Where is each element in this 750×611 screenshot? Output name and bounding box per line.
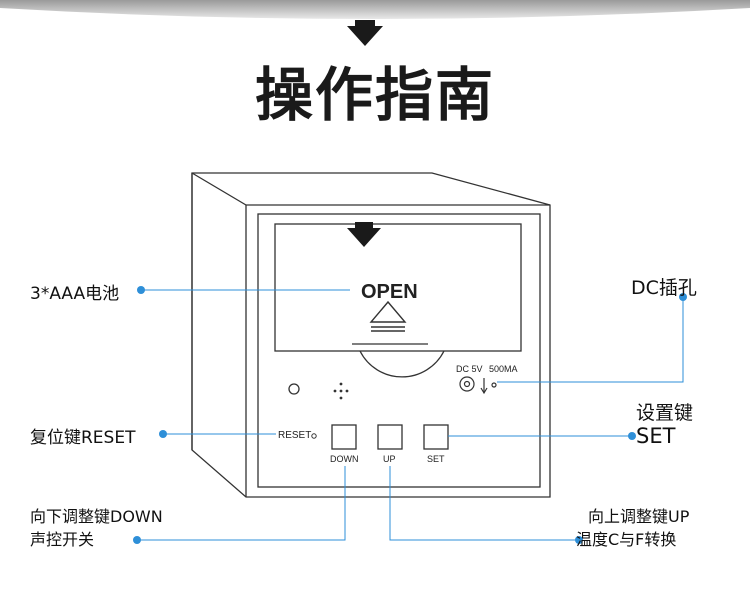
battery-compartment — [274, 223, 522, 378]
down-callout-line1: 向下调整键DOWN — [30, 507, 163, 526]
down-callout-line2: 声控开关 — [30, 530, 95, 549]
down-arrow-icon — [347, 20, 383, 46]
device-body — [191, 172, 551, 498]
reset-callout: 复位键RESET — [30, 428, 136, 448]
up-callout-line1: 向上调整键UP — [588, 507, 690, 526]
set-button-shape — [423, 424, 449, 450]
reset-label: RESET — [278, 430, 312, 441]
dc-spec-label: DC 5V — [456, 364, 483, 374]
cover-arrow-icon — [347, 222, 381, 247]
set-callout-line1: 设置键 — [636, 402, 694, 424]
down-callout-dot — [133, 536, 141, 544]
down-button-label: DOWN — [330, 454, 359, 464]
set-button-label: SET — [427, 454, 445, 464]
reset-hole — [311, 433, 317, 439]
battery-callout: 3*AAA电池 — [30, 284, 120, 304]
set-callout-line2: SET — [636, 424, 676, 448]
dc-current-label: 500MA — [489, 364, 518, 374]
dc-jack-icon — [459, 376, 497, 395]
microphone-dots-icon — [333, 382, 349, 400]
open-triangle-icon — [369, 300, 407, 332]
up-button-shape — [377, 424, 403, 450]
up-callout-line2: 温度C与F转换 — [576, 530, 677, 549]
down-button-shape — [331, 424, 357, 450]
sensor-circle — [288, 383, 300, 395]
dc-jack-callout: DC插孔 — [631, 277, 697, 299]
set-callout-dot — [628, 432, 636, 440]
header-banner — [0, 0, 750, 19]
battery-callout-dot — [137, 286, 145, 294]
up-button-label: UP — [383, 454, 396, 464]
dc-callout-dot — [679, 293, 687, 301]
open-label: OPEN — [361, 281, 418, 303]
leader-lines — [138, 289, 684, 541]
reset-callout-dot — [159, 430, 167, 438]
page-title: 操作指南 — [254, 61, 495, 129]
up-callout-dot — [575, 536, 583, 544]
